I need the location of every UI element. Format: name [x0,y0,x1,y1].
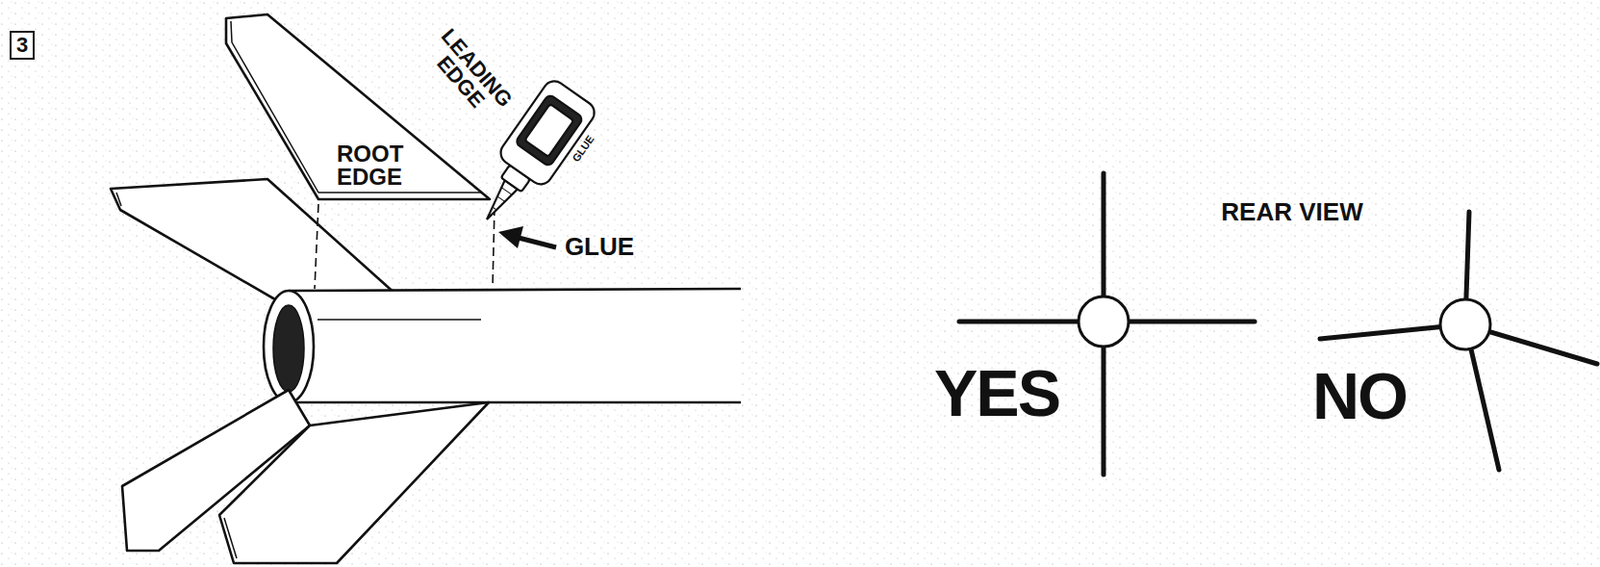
rear-view-wrong [1320,211,1598,470]
glue-arrow [498,226,557,249]
body-tube [288,288,741,403]
tube-bottom [288,401,741,405]
edge-label: ROOT EDGE [336,142,430,189]
placement-line [492,206,495,287]
step-number: 3 [16,34,28,56]
tube-bore [273,304,305,392]
step-number-box: 3 [9,30,35,60]
fin-line [317,318,482,321]
placement-line [314,203,319,289]
view-title: REAR VIEW [1220,199,1363,225]
callout-label: GLUE [564,233,635,259]
tube-end [263,290,314,403]
verdict-label: YES [934,359,1060,426]
lower-fin [219,402,489,563]
tube-top [288,288,741,291]
verdict-label: NO [1312,362,1407,429]
rear-view-correct [959,173,1255,475]
